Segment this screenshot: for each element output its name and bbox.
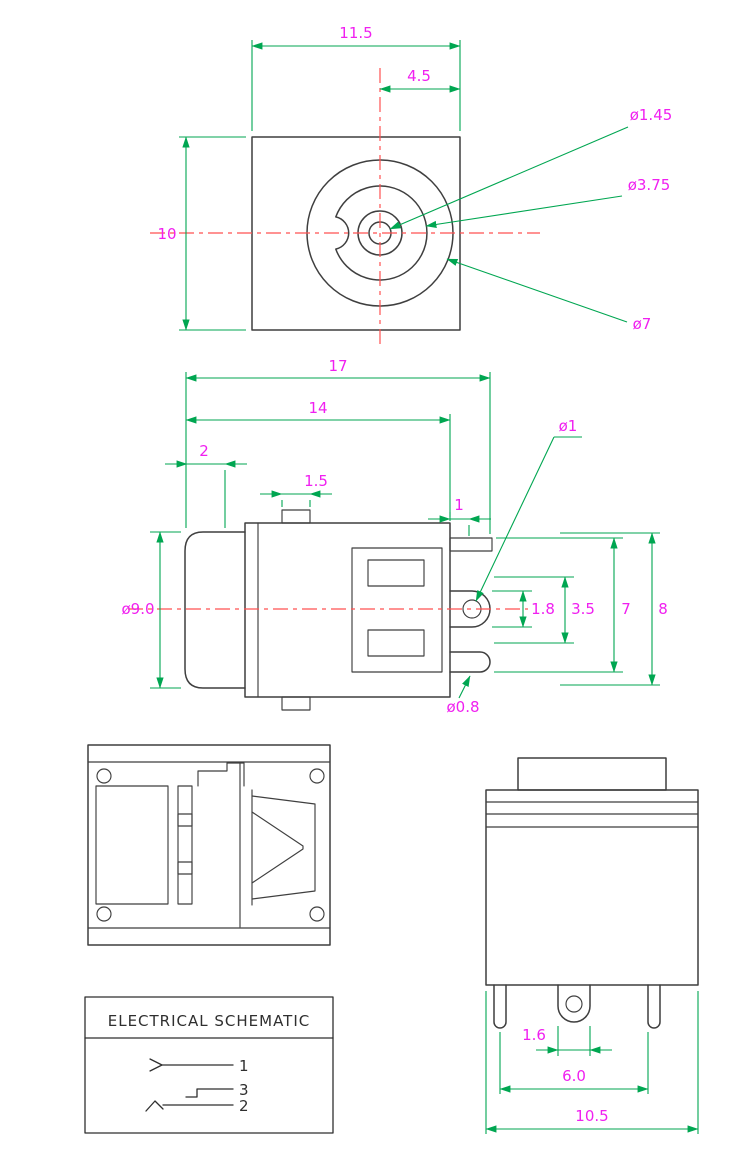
dim-top-height: 10: [157, 136, 246, 331]
leader-pin-diameter: ø1.45: [389, 106, 673, 230]
dim-front-pin-spacing: 6.0: [499, 1032, 649, 1094]
dim-top-width: 11.5: [251, 24, 461, 131]
dim-tab-width: 1.5: [260, 472, 332, 507]
dim-total-length: 17: [185, 357, 491, 534]
front-view: 1.6 6.0 10.5: [485, 757, 699, 1134]
window-upper: [367, 559, 425, 587]
schematic-title: ELECTRICAL SCHEMATIC: [108, 1012, 311, 1030]
leader-inner-diameter: ø3.75: [425, 176, 671, 229]
dim-front-body-width: 10.5: [485, 991, 699, 1134]
dim-lug-width: 1.8: [492, 590, 555, 628]
dim-pin-span: 7: [494, 537, 631, 673]
mount-hole-top-right: [309, 768, 325, 784]
schematic-pin3-label: 3: [239, 1081, 249, 1099]
front-view-outline: [485, 757, 699, 1029]
top-view-centerlines: [150, 68, 540, 348]
mount-hole-bottom-left: [96, 906, 112, 922]
leader-label-inner-dia: ø3.75: [628, 176, 671, 194]
dim-front-lug-width: 1.6: [522, 1026, 612, 1056]
dim-label-top-height: 10: [157, 225, 176, 243]
dim-label-barrel-diameter: ø9.0: [121, 600, 154, 618]
schematic-box: [84, 996, 334, 1134]
dim-barrel-diameter: ø9.0: [121, 531, 181, 689]
dim-label-tab-width: 1.5: [304, 472, 328, 490]
leader-label-pin-dia: ø1.45: [630, 106, 673, 124]
front-center-lug: [557, 984, 591, 1023]
window-lower: [367, 629, 425, 657]
electrical-schematic: ELECTRICAL SCHEMATIC 1 3 2: [84, 996, 334, 1134]
front-left-pin: [493, 984, 507, 1029]
dim-label-total-length: 17: [328, 357, 347, 375]
schematic-pin1-symbol: [149, 1058, 234, 1072]
contact-strip-notch-upper: [177, 813, 193, 827]
mount-hole-top-left: [96, 768, 112, 784]
spring-contact-inner: [251, 811, 304, 884]
bottom-pin: [449, 651, 491, 673]
dim-label-body-height: 8: [658, 600, 668, 618]
dim-label-inner-height: 3.5: [571, 600, 595, 618]
front-cap: [517, 757, 667, 791]
bent-tab: [197, 762, 245, 787]
dim-inner-height: 3.5: [494, 576, 595, 644]
bottom-tab: [281, 696, 311, 711]
dim-label-lug-width: 1.8: [531, 600, 555, 618]
leader-outer-diameter: ø7: [446, 258, 652, 333]
dim-label-top-width: 11.5: [339, 24, 372, 42]
front-right-pin: [647, 984, 661, 1029]
top-view: 11.5 4.5 10 ø1.45 ø3.75 ø7: [150, 24, 672, 348]
contact-strip-notch-lower: [177, 861, 193, 875]
dim-barrel-step: 2: [165, 442, 247, 528]
spring-contact-outer: [251, 795, 316, 900]
front-body: [485, 789, 699, 986]
dim-label-body-length: 14: [308, 399, 327, 417]
schematic-pin1-label: 1: [239, 1057, 249, 1075]
dim-body-height: 8: [560, 532, 668, 686]
dim-pin-offset: 1: [428, 496, 491, 536]
body-outline: [244, 522, 451, 698]
schematic-pin2-label: 2: [239, 1097, 249, 1115]
dim-label-pin-span: 7: [621, 600, 631, 618]
dim-label-center-offset: 4.5: [407, 67, 431, 85]
cavity-block: [95, 785, 169, 905]
barrel-outline: [184, 531, 246, 689]
side-view-outline: [184, 509, 493, 711]
internal-view-frame: [87, 744, 331, 946]
dim-label-barrel-step: 2: [199, 442, 209, 460]
leader-label-outer-dia: ø7: [633, 315, 652, 333]
internal-view: [87, 744, 331, 946]
top-pin: [449, 537, 493, 552]
top-tab: [281, 509, 311, 524]
notched-inner-circle: [335, 185, 428, 281]
front-lug-hole: [565, 995, 583, 1013]
dim-body-length: 14: [185, 399, 451, 517]
leader-pin-thickness: ø0.8: [446, 675, 480, 716]
dim-label-pin-offset: 1: [454, 496, 464, 514]
leader-label-pin-thickness: ø0.8: [446, 698, 479, 716]
schematic-pin3-symbol: [185, 1088, 234, 1098]
side-view: 17 14 2 1.5 1: [121, 357, 667, 716]
dim-label-front-pin-spacing: 6.0: [562, 1067, 586, 1085]
dim-label-front-lug-width: 1.6: [522, 1026, 546, 1044]
dim-label-front-body-width: 10.5: [575, 1107, 608, 1125]
dim-top-center-offset: 4.5: [379, 67, 461, 93]
leader-label-hole-dia: ø1: [559, 417, 578, 435]
shield-outline: [351, 547, 443, 673]
leader-hole-diameter: ø1: [475, 417, 582, 602]
mount-hole-bottom-right: [309, 906, 325, 922]
contact-strip: [177, 785, 193, 905]
schematic-pin2-symbol: [145, 1100, 234, 1112]
